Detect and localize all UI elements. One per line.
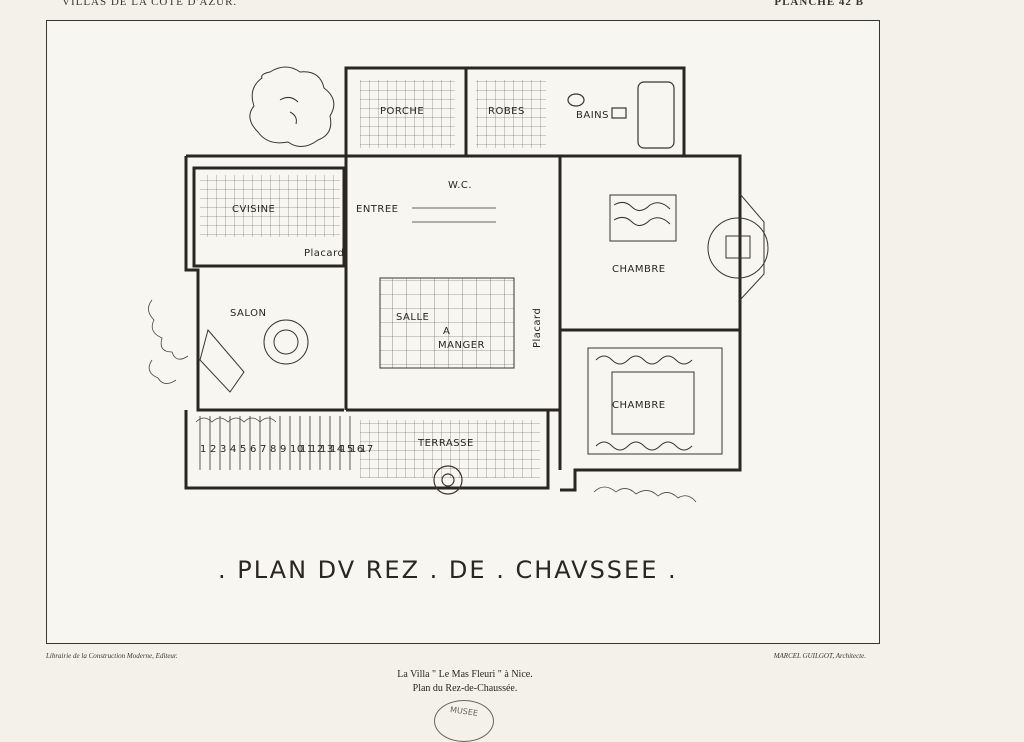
porche-tiling bbox=[360, 80, 455, 148]
room-label-chambre-2: CHAMBRE bbox=[612, 400, 666, 411]
svg-text:14: 14 bbox=[330, 444, 344, 455]
svg-text:12: 12 bbox=[310, 444, 324, 455]
svg-text:13: 13 bbox=[320, 444, 334, 455]
room-label-wc: W.C. bbox=[448, 180, 472, 191]
tree-drawing bbox=[249, 66, 335, 147]
svg-text:7: 7 bbox=[260, 444, 267, 455]
svg-text:8: 8 bbox=[270, 444, 277, 455]
plan-title: . PLAN DV REZ . DE . CHAVSSEE . bbox=[218, 556, 678, 584]
bedroom-2-furniture bbox=[587, 347, 723, 455]
svg-text:16: 16 bbox=[350, 444, 364, 455]
room-label-entree: ENTREE bbox=[356, 204, 399, 215]
dining-rug bbox=[379, 277, 515, 369]
svg-text:5: 5 bbox=[240, 444, 247, 455]
wall-outline bbox=[184, 66, 742, 492]
room-label-manger: MANGER bbox=[438, 340, 485, 351]
stair-step-numbers: 1 2 3 4 5 6 7 8 9 10 11 12 13 14 15 16 1… bbox=[200, 444, 374, 455]
cuisine-tiling bbox=[200, 175, 340, 237]
terrasse-tiling bbox=[360, 420, 540, 478]
fountain bbox=[433, 465, 463, 495]
svg-text:17: 17 bbox=[360, 444, 374, 455]
room-label-cuisine: CVISINE bbox=[232, 204, 275, 215]
garden-shrubs bbox=[148, 299, 697, 503]
room-label-a: A bbox=[443, 326, 450, 337]
plate-number: PLANCHE 42 B bbox=[774, 0, 864, 8]
svg-text:15: 15 bbox=[340, 444, 354, 455]
svg-text:1: 1 bbox=[200, 444, 207, 455]
robes-tiling bbox=[476, 80, 546, 148]
svg-text:10: 10 bbox=[290, 444, 304, 455]
room-label-placard-kitchen: Placard bbox=[304, 248, 344, 259]
caption-line-2: Plan du Rez-de-Chaussée. bbox=[412, 683, 518, 694]
architect-credit: MARCEL GUILGOT, Architecte. bbox=[773, 652, 866, 660]
room-label-robes: ROBES bbox=[488, 106, 525, 117]
svg-text:3: 3 bbox=[220, 444, 227, 455]
staircase bbox=[199, 207, 496, 470]
room-label-chambre-1: CHAMBRE bbox=[612, 264, 666, 275]
museum-stamp: MUSEE bbox=[434, 700, 494, 742]
book-series-title: VILLAS DE LA CÔTE D'AZUR. bbox=[62, 0, 238, 8]
floor-plan-drawing: PORCHE ROBES BAINS W.C. CVISINE ENTREE C… bbox=[148, 66, 769, 584]
room-label-salon: SALON bbox=[230, 308, 266, 319]
svg-text:9: 9 bbox=[280, 444, 287, 455]
svg-text:4: 4 bbox=[230, 444, 237, 455]
room-label-terrasse: TERRASSE bbox=[417, 438, 474, 449]
room-label-placard-dining: Placard bbox=[532, 308, 543, 348]
svg-text:2: 2 bbox=[210, 444, 217, 455]
room-label-bains: BAINS bbox=[576, 110, 609, 121]
publisher-credit: Librairie de la Construction Moderne, Ed… bbox=[46, 652, 178, 660]
salon-furniture bbox=[199, 319, 309, 393]
room-label-salle: SALLE bbox=[396, 312, 429, 323]
bath-fixtures bbox=[567, 81, 675, 149]
svg-text:11: 11 bbox=[300, 444, 314, 455]
room-label-porche: PORCHE bbox=[380, 106, 424, 117]
bedroom-1-furniture bbox=[609, 193, 769, 301]
svg-text:6: 6 bbox=[250, 444, 257, 455]
caption-line-1: La Villa " Le Mas Fleuri " à Nice. bbox=[397, 669, 533, 680]
